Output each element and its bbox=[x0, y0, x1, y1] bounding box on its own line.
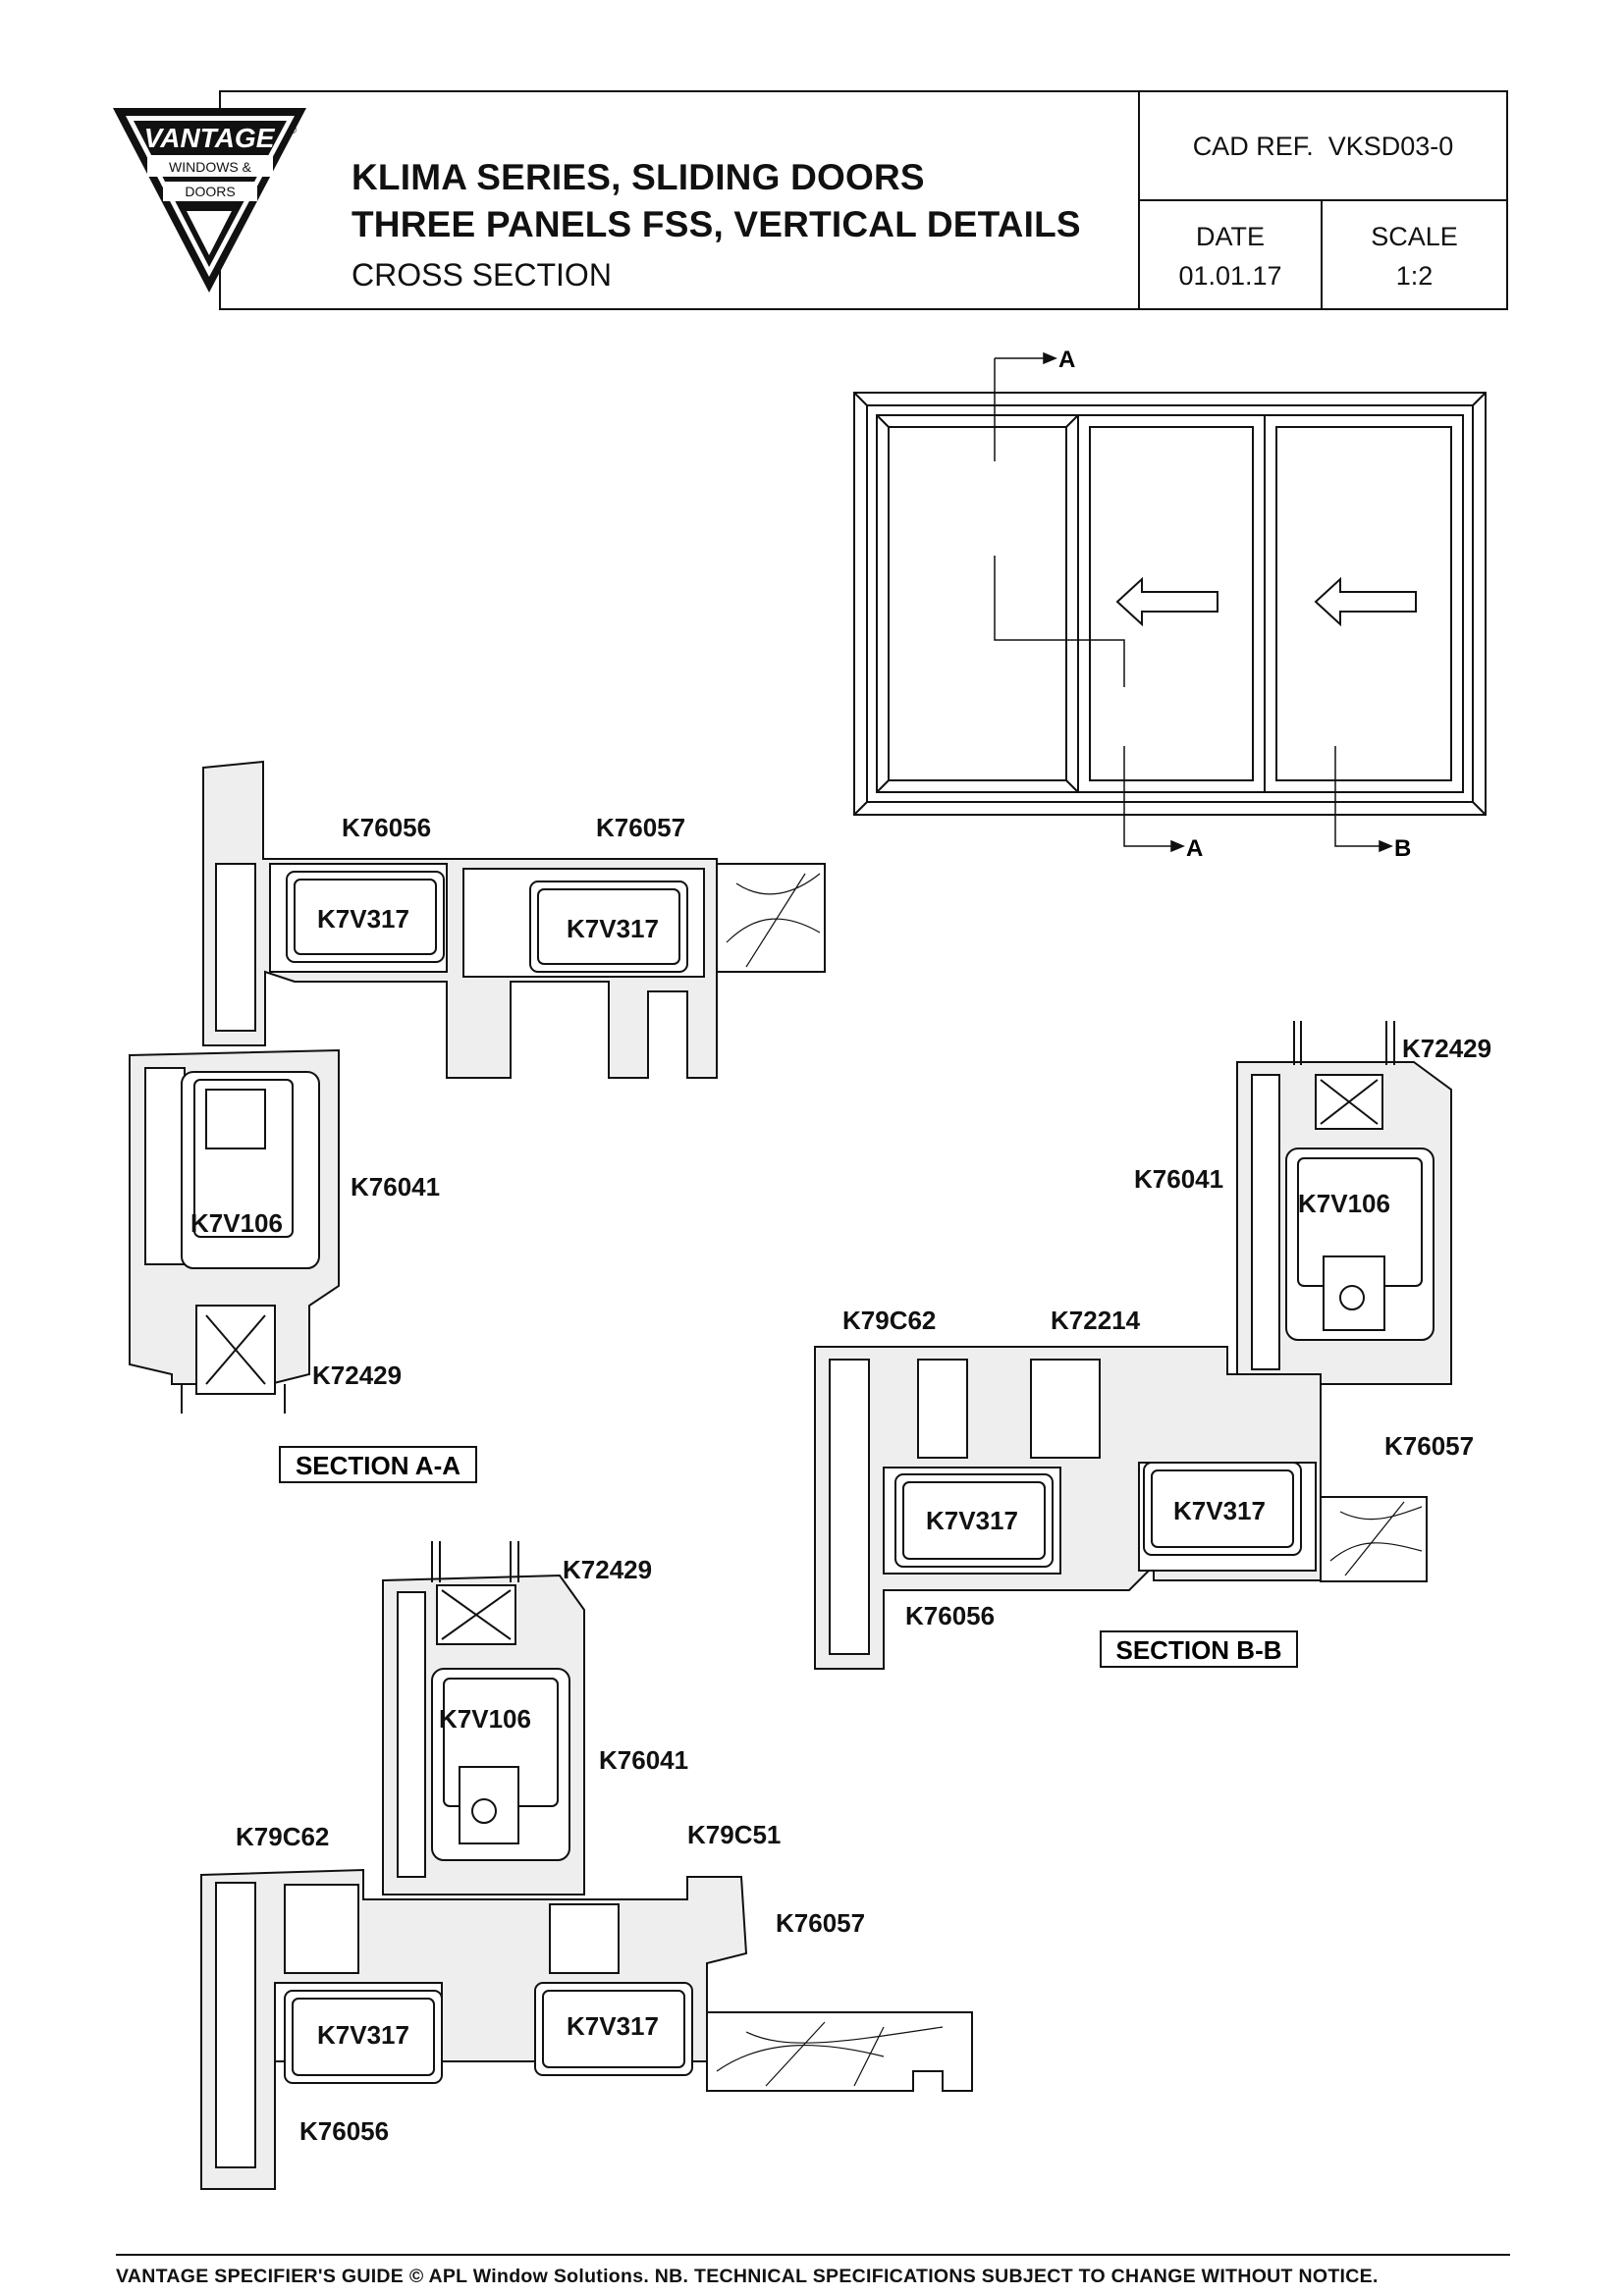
svg-text:K79C51: K79C51 bbox=[687, 1820, 781, 1849]
cad-ref: CAD REF. VKSD03-0 bbox=[1139, 132, 1507, 162]
svg-text:K7V317: K7V317 bbox=[1173, 1496, 1266, 1525]
section-aa-labels: K76056 K76057 K7V317 K7V317 K76041 K7V10… bbox=[190, 813, 685, 1390]
scale-label: SCALE bbox=[1371, 222, 1458, 251]
drawing-canvas: A A B K76056 K76057 K7V317 K7V317 K76041 bbox=[129, 347, 1491, 2190]
svg-text:K76041: K76041 bbox=[1134, 1164, 1223, 1194]
svg-text:K72429: K72429 bbox=[312, 1361, 402, 1390]
section-cut-lines bbox=[994, 351, 1393, 853]
svg-text:K7V317: K7V317 bbox=[317, 2020, 409, 2050]
cut-label-a-bottom: A bbox=[1186, 835, 1203, 862]
section-bb-title-box bbox=[1100, 1630, 1298, 1668]
cut-label-a-top: A bbox=[1058, 347, 1075, 373]
svg-text:K76057: K76057 bbox=[1384, 1431, 1474, 1461]
svg-text:K79C62: K79C62 bbox=[842, 1306, 936, 1335]
svg-text:K76056: K76056 bbox=[905, 1601, 995, 1630]
logo-line2: DOORS bbox=[185, 184, 235, 199]
svg-text:K7V106: K7V106 bbox=[1298, 1189, 1390, 1218]
svg-text:K72429: K72429 bbox=[563, 1555, 652, 1584]
svg-text:K7V106: K7V106 bbox=[439, 1704, 531, 1734]
svg-text:K76056: K76056 bbox=[299, 2116, 389, 2146]
svg-text:K76041: K76041 bbox=[351, 1172, 440, 1201]
svg-text:K76057: K76057 bbox=[776, 1908, 865, 1938]
section-bb-labels: K72429 K76041 K7V106 K79C62 K72214 K7605… bbox=[842, 1034, 1491, 1630]
section-bb-title: SECTION B-B bbox=[1116, 1635, 1282, 1665]
logo-brand: VANTAGE bbox=[144, 123, 276, 153]
title-block-frame: VANTAGE ® WINDOWS & DOORS bbox=[113, 90, 1508, 310]
date-label: DATE bbox=[1195, 222, 1265, 251]
svg-text:K72214: K72214 bbox=[1051, 1306, 1141, 1335]
svg-text:K7V317: K7V317 bbox=[567, 2011, 659, 2041]
svg-text:K76056: K76056 bbox=[342, 813, 431, 842]
title-line-3: CROSS SECTION bbox=[352, 257, 612, 293]
svg-text:K7V317: K7V317 bbox=[567, 914, 659, 943]
title-line-2: THREE PANELS FSS, VERTICAL DETAILS bbox=[352, 204, 1081, 244]
section-lower-drawing bbox=[200, 1541, 973, 2190]
title-line-1: KLIMA SERIES, SLIDING DOORS bbox=[352, 157, 925, 197]
door-elevation bbox=[853, 392, 1487, 816]
cad-ref-value: VKSD03-0 bbox=[1327, 132, 1454, 161]
cad-ref-label: CAD REF. bbox=[1192, 132, 1314, 161]
svg-text:®: ® bbox=[289, 125, 297, 136]
svg-text:K7V106: K7V106 bbox=[190, 1208, 283, 1238]
footer-notice: VANTAGE SPECIFIER'S GUIDE © APL Window S… bbox=[116, 2266, 1379, 2287]
logo-line1: WINDOWS & bbox=[169, 159, 252, 175]
footer-rule bbox=[116, 2254, 1510, 2256]
section-lower-labels: K72429 K7V106 K76041 K79C62 K79C51 K7605… bbox=[236, 1555, 865, 2146]
svg-text:K76057: K76057 bbox=[596, 813, 685, 842]
vantage-logo: VANTAGE ® WINDOWS & DOORS bbox=[113, 108, 306, 293]
svg-text:K79C62: K79C62 bbox=[236, 1822, 329, 1851]
svg-text:K7V317: K7V317 bbox=[926, 1506, 1018, 1535]
date-value: 01.01.17 bbox=[1178, 261, 1282, 291]
section-aa-drawing bbox=[129, 760, 826, 1414]
section-bb-drawing bbox=[814, 1021, 1452, 1670]
scale-value: 1:2 bbox=[1395, 261, 1434, 291]
svg-text:K7V317: K7V317 bbox=[317, 904, 409, 934]
svg-text:K72429: K72429 bbox=[1402, 1034, 1491, 1063]
svg-text:K76041: K76041 bbox=[599, 1745, 688, 1775]
section-aa-title-box bbox=[279, 1446, 477, 1483]
cut-label-b: B bbox=[1394, 835, 1411, 862]
section-aa-title: SECTION A-A bbox=[296, 1451, 460, 1480]
